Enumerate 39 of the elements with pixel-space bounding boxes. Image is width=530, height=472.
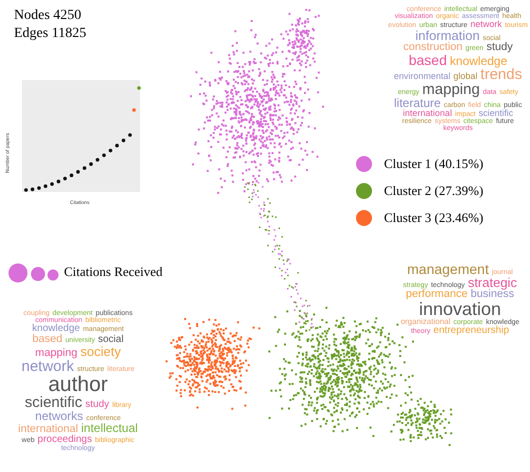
- legend-label: Cluster 2 (27.39%): [384, 183, 484, 199]
- cloud-word: author: [48, 374, 108, 395]
- cloud-word: study: [85, 400, 110, 410]
- cloud-word: innovation: [418, 300, 502, 318]
- cloud-word: networks: [35, 410, 84, 422]
- cloud-word: environmental: [394, 72, 450, 81]
- cloud-word: network: [470, 20, 502, 29]
- cloud-word: performance: [406, 289, 468, 300]
- cloud-word: literature: [394, 97, 441, 109]
- legend-label: Cluster 1 (40.15%): [384, 156, 484, 172]
- cloud-word: management: [407, 262, 489, 276]
- cloud-word: study: [486, 42, 513, 53]
- cloud-word: mapping: [35, 348, 78, 359]
- cloud-word: based: [408, 53, 447, 67]
- cloud-word: proceedings: [38, 435, 92, 445]
- cloud-word: mapping: [422, 82, 480, 97]
- cloud-word: entrepreneurship: [433, 326, 510, 336]
- size-legend-label: Citations Received: [64, 264, 163, 280]
- cloud-word: knowledge: [32, 324, 80, 334]
- cloud-word: organizational: [400, 318, 450, 326]
- cloud-word: global: [453, 72, 478, 81]
- cloud-word: knowledge: [450, 55, 508, 67]
- cloud-word: society: [80, 345, 121, 358]
- cloud-word: international: [18, 424, 78, 435]
- cloud-word: information: [415, 29, 480, 42]
- cloud-word: scientific: [24, 395, 82, 410]
- cloud-word: network: [22, 359, 74, 374]
- cloud-word: scientific: [478, 109, 514, 118]
- cloud-word: based: [32, 334, 62, 345]
- cloud-word: business: [470, 289, 514, 300]
- cloud-word: strategic: [468, 276, 517, 289]
- cloud-word: social: [98, 335, 124, 345]
- legend-label: Cluster 3 (23.46%): [384, 210, 484, 226]
- cloud-word: intellectual: [81, 422, 138, 434]
- cloud-word: construction: [403, 42, 463, 53]
- cloud-word: international: [402, 109, 452, 118]
- cloud-word: trends: [480, 67, 522, 82]
- node-count: Nodes 4250: [14, 8, 82, 24]
- edge-count: Edges 11825: [14, 26, 86, 42]
